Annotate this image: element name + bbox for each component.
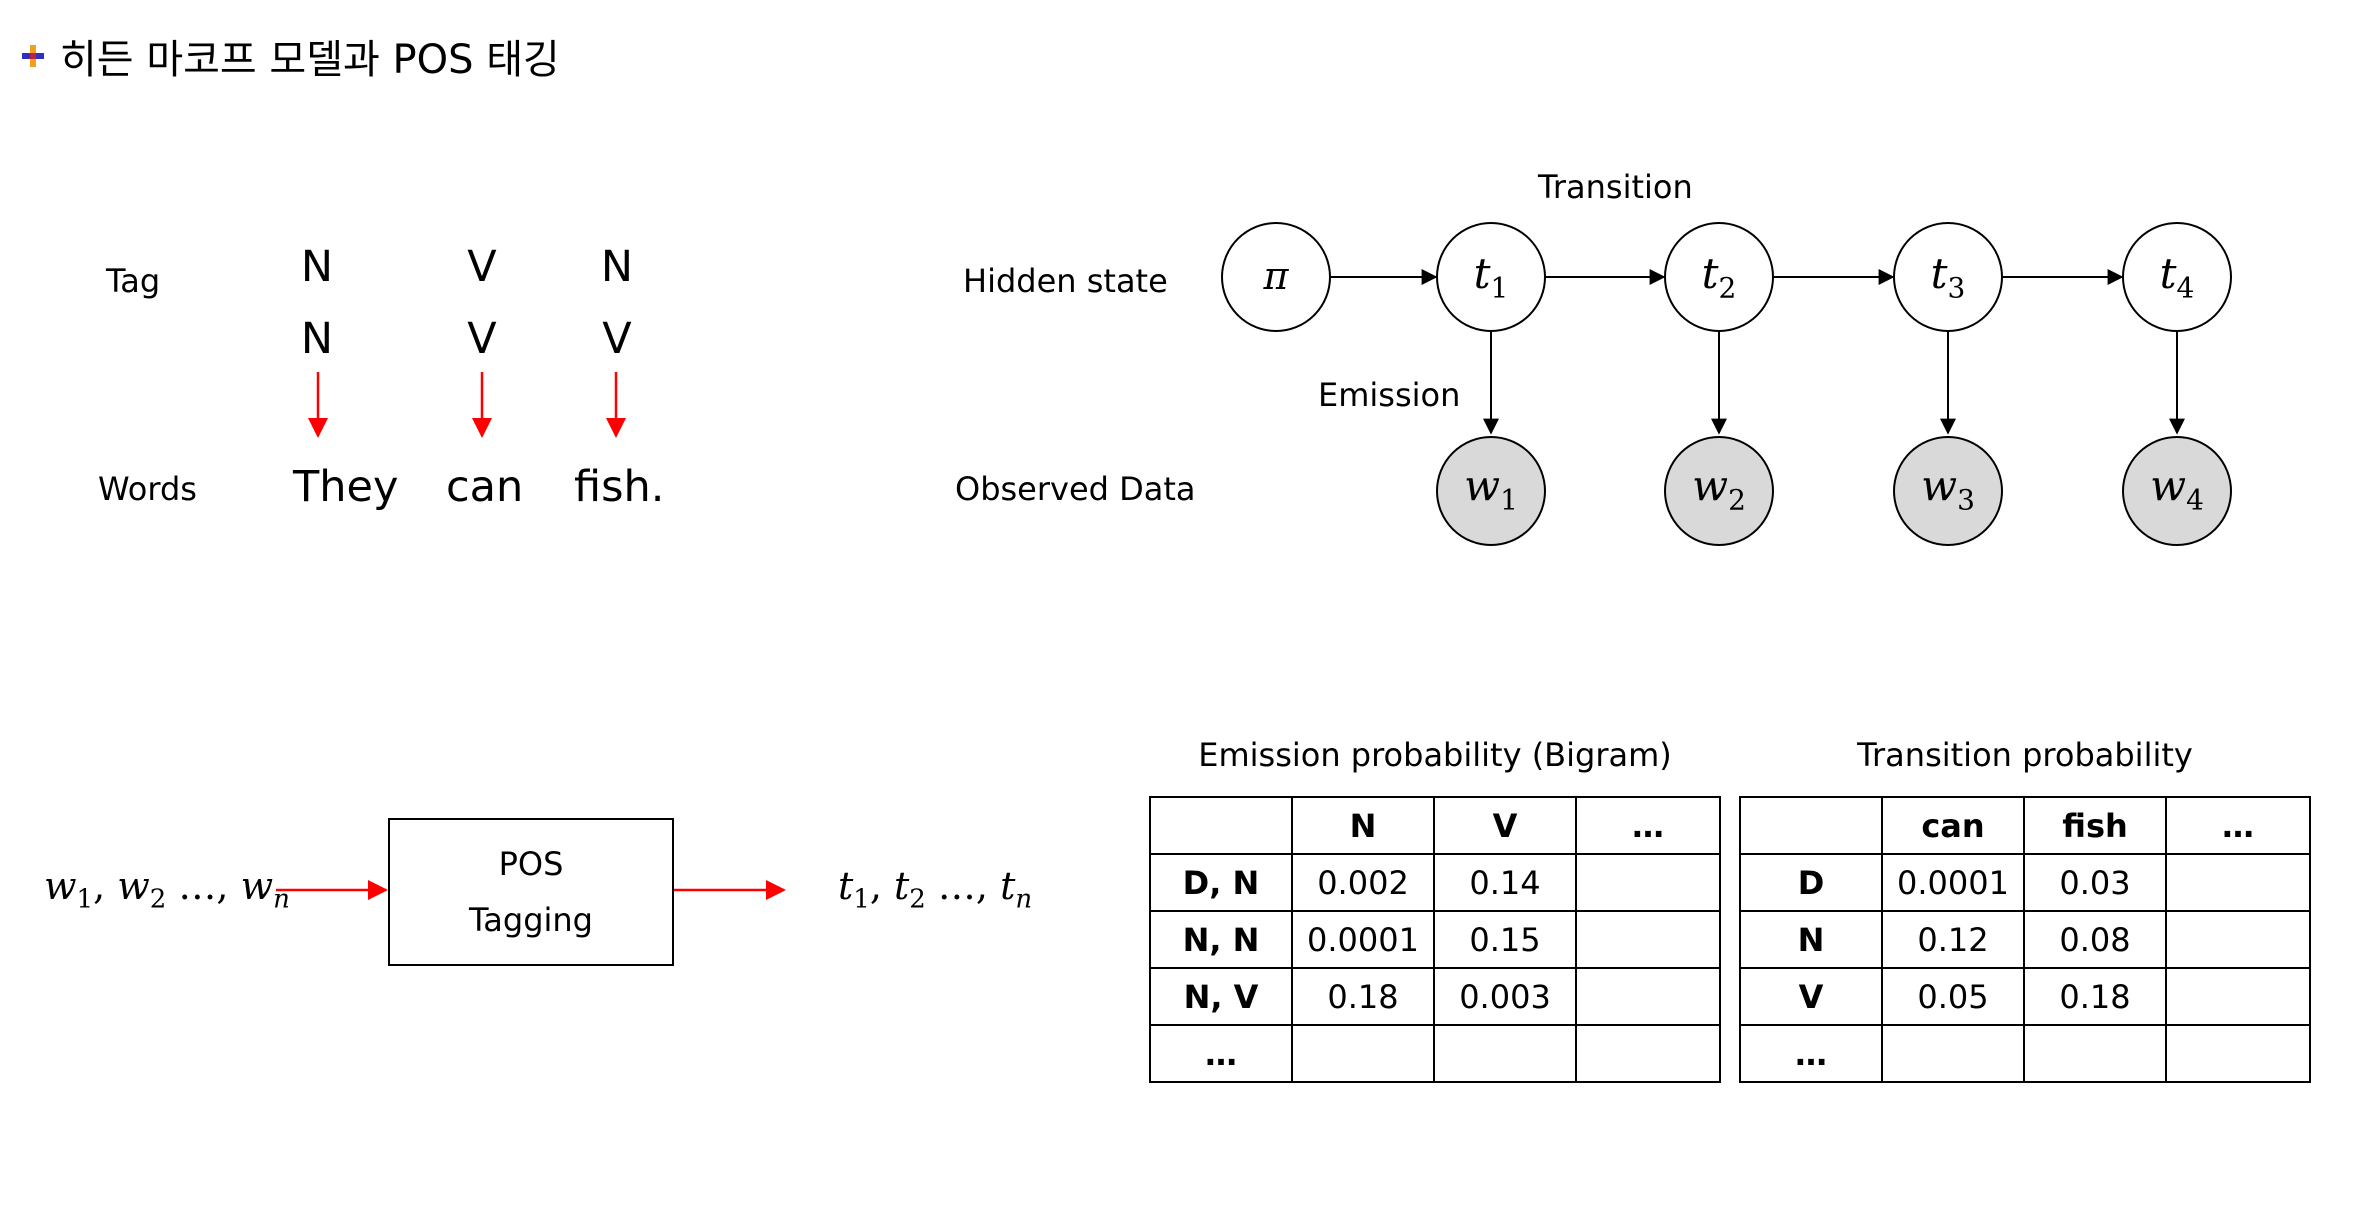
table-cell [1575, 910, 1721, 969]
table-row: N, N 0.0001 0.15 [1149, 910, 1721, 969]
table-cell: 0.14 [1433, 853, 1577, 912]
table-row: V 0.05 0.18 [1739, 967, 2311, 1026]
word-item: fish. [574, 462, 665, 512]
table-cell [2165, 1024, 2311, 1083]
hidden-node [1893, 222, 2003, 332]
table-cell: 0.18 [1291, 967, 1435, 1026]
transition-label: Transition [1538, 168, 1693, 206]
table-cell [1739, 796, 1883, 855]
tag-row2-item: V [467, 314, 497, 364]
pos-box-line2: Tagging [469, 901, 593, 939]
hidden-node [1664, 222, 1774, 332]
table-cell: … [1739, 1024, 1883, 1083]
observed-node [1893, 436, 2003, 546]
table-row: D 0.0001 0.03 [1739, 853, 2311, 912]
observed-node-label: w3 [1921, 461, 1975, 517]
table-cell: V [1739, 967, 1883, 1026]
table-cell: 0.15 [1433, 910, 1577, 969]
tag-row1-item: N [600, 242, 634, 292]
pos-box-line1: POS [498, 845, 564, 883]
table-cell: 0.18 [2023, 967, 2167, 1026]
slide-title-row: 히든 마코프 모델과 POS 태깅 [20, 26, 560, 86]
table-cell [1881, 1024, 2025, 1083]
hidden-state-label: Hidden state [963, 262, 1168, 300]
hidden-node-label: t2 [1701, 249, 1737, 305]
table-cell: 0.08 [2023, 910, 2167, 969]
hidden-node-label: t1 [1473, 249, 1509, 305]
observed-data-label: Observed Data [955, 470, 1196, 508]
table-cell: N [1291, 796, 1435, 855]
transition-table: can fish … D 0.0001 0.03 N 0.12 0.08 V 0… [1739, 796, 2311, 1083]
observed-node-label: w2 [1692, 461, 1746, 517]
table-cell: N, V [1149, 967, 1293, 1026]
table-cell: N [1739, 910, 1883, 969]
table-cell: D [1739, 853, 1883, 912]
table-cell [1433, 1024, 1577, 1083]
hidden-node-label: t4 [2159, 249, 2195, 305]
hidden-node-label: t3 [1930, 249, 1966, 305]
table-row: D, N 0.002 0.14 [1149, 853, 1721, 912]
tag-row2-item: N [300, 314, 334, 364]
table-cell: 0.003 [1433, 967, 1577, 1026]
table-row: … [1739, 1024, 2311, 1083]
table-header-row: can fish … [1739, 796, 2311, 855]
table-cell [2165, 910, 2311, 969]
table-cell: … [1575, 796, 1721, 855]
table-cell [2165, 853, 2311, 912]
tag-row1-item: N [300, 242, 334, 292]
tag-row1-item: V [467, 242, 497, 292]
pipeline-input: w1, w2 …, wn [44, 864, 290, 915]
table-row: N 0.12 0.08 [1739, 910, 2311, 969]
table-cell [1575, 1024, 1721, 1083]
transition-table-title: Transition probability [1857, 736, 2193, 774]
table-cell [1575, 967, 1721, 1026]
table-row: N, V 0.18 0.003 [1149, 967, 1721, 1026]
table-cell [2165, 967, 2311, 1026]
table-cell [1575, 853, 1721, 912]
hidden-node [1436, 222, 1546, 332]
emission-table-title: Emission probability (Bigram) [1198, 736, 1672, 774]
table-cell: fish [2023, 796, 2167, 855]
table-cell: … [1149, 1024, 1293, 1083]
table-cell: 0.002 [1291, 853, 1435, 912]
table-header-row: N V … [1149, 796, 1721, 855]
words-label: Words [98, 470, 197, 508]
observed-node [1664, 436, 1774, 546]
pos-tagging-box: POS Tagging [388, 818, 674, 966]
table-cell: can [1881, 796, 2025, 855]
table-cell: … [2165, 796, 2311, 855]
pipeline-output: t1, t2 …, tn [838, 864, 1033, 915]
start-node-label: π [1263, 254, 1289, 298]
table-cell: 0.05 [1881, 967, 2025, 1026]
table-cell [1291, 1024, 1435, 1083]
observed-node [1436, 436, 1546, 546]
table-cell [1149, 796, 1293, 855]
table-cell: N, N [1149, 910, 1293, 969]
slide-title: 히든 마코프 모델과 POS 태깅 [60, 37, 560, 83]
table-cell: 0.12 [1881, 910, 2025, 969]
observed-node [2122, 436, 2232, 546]
table-row: … [1149, 1024, 1721, 1083]
tag-row2-item: V [602, 314, 632, 364]
table-cell [2023, 1024, 2167, 1083]
word-item: They [293, 462, 399, 512]
table-cell: 0.0001 [1881, 853, 2025, 912]
table-cell: 0.03 [2023, 853, 2167, 912]
start-node [1221, 222, 1331, 332]
table-cell: V [1433, 796, 1577, 855]
emission-label: Emission [1318, 376, 1461, 414]
observed-node-label: w4 [2150, 461, 2204, 517]
hidden-node [2122, 222, 2232, 332]
table-cell: D, N [1149, 853, 1293, 912]
word-item: can [446, 462, 524, 512]
bullet-icon [20, 43, 46, 69]
table-cell: 0.0001 [1291, 910, 1435, 969]
tag-label: Tag [106, 262, 161, 300]
emission-table: N V … D, N 0.002 0.14 N, N 0.0001 0.15 N… [1149, 796, 1721, 1083]
observed-node-label: w1 [1464, 461, 1518, 517]
